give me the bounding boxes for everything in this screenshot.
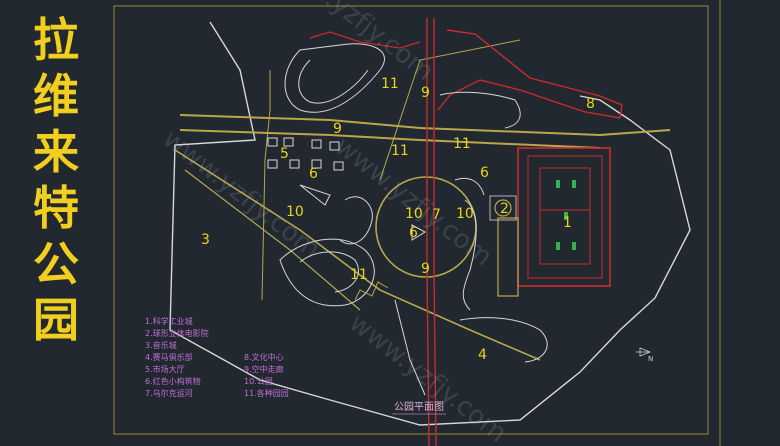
legend-left: 1.科学工业城 2.球形立体电影院 3.音乐城 4.赛马俱乐部 5.市场大厅 6…: [145, 316, 209, 398]
area-label: 6: [480, 165, 489, 181]
area-label: 6: [309, 166, 318, 182]
garden-zigzag: [354, 281, 389, 301]
legend-item: 5.市场大厅: [145, 364, 185, 374]
north-red-building: [437, 29, 623, 119]
plan-caption: 公园平面图: [394, 401, 444, 413]
west-path: [261, 70, 271, 301]
area-label: 4: [478, 347, 487, 363]
area-label: 6: [409, 225, 418, 241]
title-char: 拉: [33, 13, 79, 67]
area-label: 10: [456, 206, 474, 222]
diagonal-path: [174, 149, 541, 361]
legend-item: 2.球形立体电影院: [145, 328, 209, 338]
watermark: www.yzfjy.com www.yzfjy.com www.yzfjy.co…: [157, 0, 512, 446]
north-label: N: [648, 355, 653, 363]
legend-item: 1.科学工业城: [145, 316, 193, 326]
north-red-wall: [309, 31, 421, 49]
diagonal-path-2: [184, 169, 361, 311]
title-char: 园: [33, 293, 79, 347]
north-path: [379, 39, 521, 181]
main-path: [179, 114, 671, 137]
green-mark: [572, 242, 576, 250]
area-label: 3: [201, 232, 210, 248]
science-city-annex: [497, 217, 519, 297]
science-city-core: [539, 167, 591, 265]
area-label: 11: [381, 76, 399, 92]
green-mark: [556, 242, 560, 250]
drawing-frame: [113, 5, 709, 435]
area-label: 1: [563, 215, 572, 231]
legend-item: 9.空中走廊: [244, 364, 284, 374]
green-mark: [556, 180, 560, 188]
area-label: 9: [333, 121, 342, 137]
science-city-inner: [527, 155, 603, 279]
science-city-outline: [517, 147, 611, 287]
area-label: 9: [421, 261, 430, 277]
area-label: 5: [280, 146, 289, 162]
green-mark: [572, 180, 576, 188]
market-hall-blocks: [267, 137, 344, 171]
area-label: 2: [500, 201, 509, 217]
legend-item: 6.红色小构筑物: [145, 376, 201, 386]
legend-right: 8.文化中心 9.空中走廊 10.公园 11.各种园园: [244, 352, 289, 398]
main-path-2: [179, 129, 601, 149]
area-label: 8: [586, 96, 595, 112]
svg-text:www.yzfjy.com: www.yzfjy.com: [329, 131, 498, 272]
title-char: 特: [33, 181, 79, 235]
legend-item: 3.音乐城: [145, 340, 177, 350]
north-arrow-icon: [636, 347, 652, 357]
area-label: 11: [453, 136, 471, 152]
legend-item: 11.各种园园: [244, 388, 289, 398]
site-boundary: [169, 21, 691, 426]
area-label: 10: [405, 206, 423, 222]
legend-item: 7.乌尔克运河: [145, 388, 193, 398]
title-char: 来: [33, 125, 79, 179]
legend-item: 8.文化中心: [244, 352, 284, 362]
area-label: 10: [286, 204, 304, 220]
legend-item: 10.公园: [244, 377, 273, 386]
geode-sphere: [494, 199, 512, 217]
area-label: 11: [350, 267, 368, 283]
geode-pad: [489, 195, 517, 221]
area-label: 7: [432, 207, 441, 223]
svg-text:www.yzfjy.com: www.yzfjy.com: [157, 124, 326, 265]
legend-item: 4.赛马俱乐部: [145, 352, 193, 362]
area-label: 9: [421, 85, 430, 101]
area-label: 11: [391, 143, 409, 159]
green-mark: [564, 212, 568, 220]
canal-line: [426, 18, 430, 446]
garden-curves: [279, 43, 548, 396]
folly-shape: [411, 224, 427, 241]
canal-line-2: [433, 18, 437, 446]
title-vertical: 拉 维 来 特 公 园: [33, 13, 79, 347]
folly-shape: [299, 184, 331, 206]
title-char: 维: [33, 69, 79, 123]
area-labels: 11 9 9 8 5 6 11 11 6 10 10 7 10 2 1 3 6 …: [201, 76, 595, 363]
title-char: 公: [33, 237, 79, 291]
